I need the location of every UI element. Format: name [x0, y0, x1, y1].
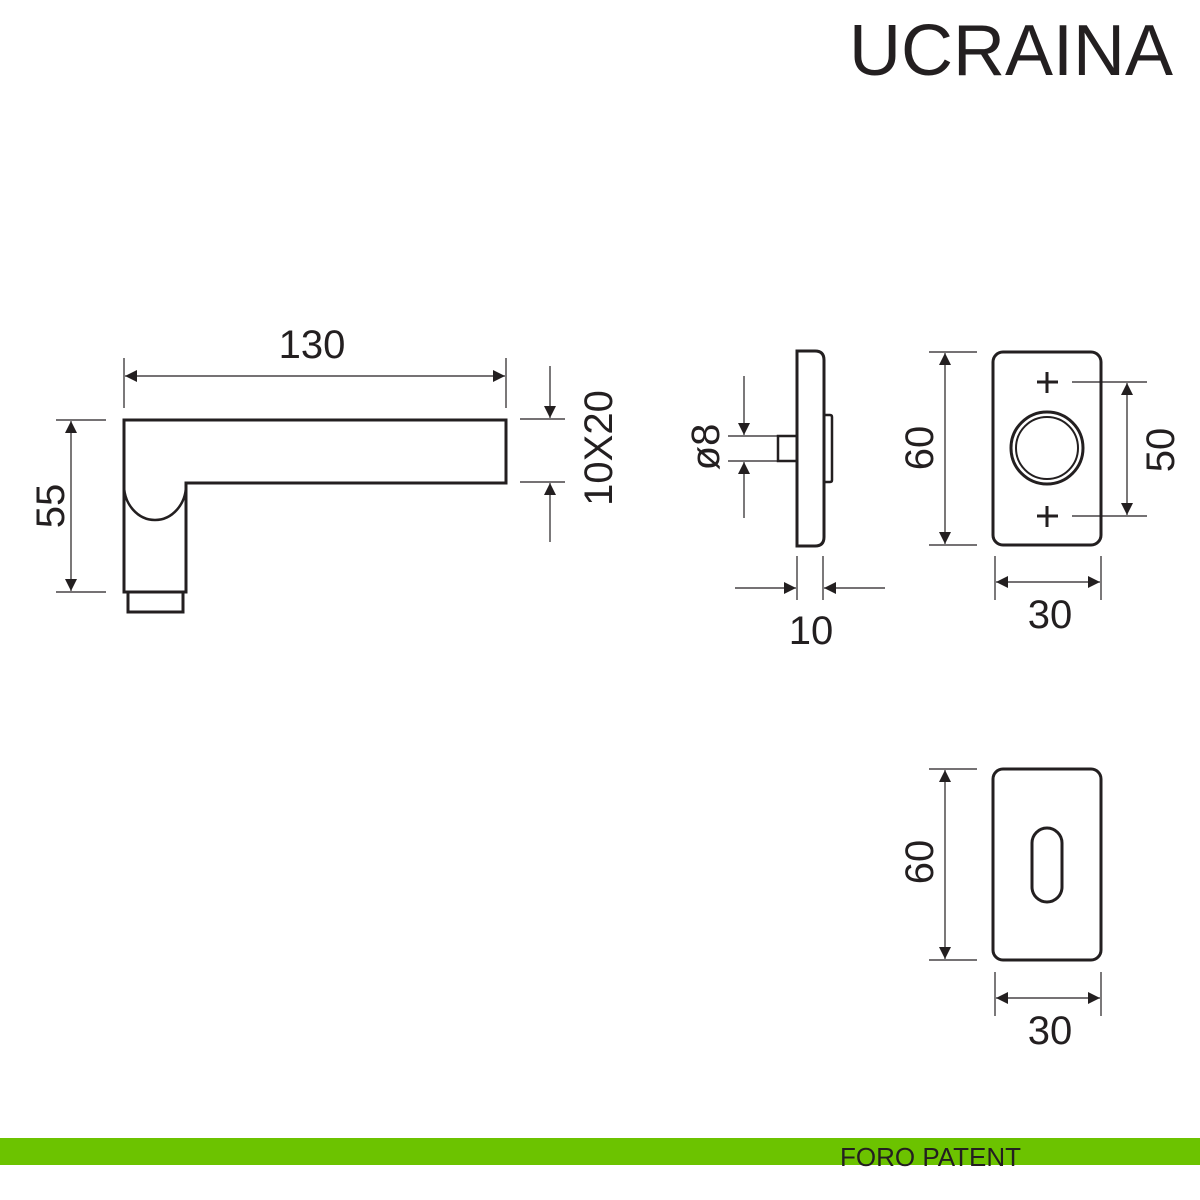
- dim-label-10x20: 10X20: [577, 390, 621, 506]
- dimension-handle-section: 10X20: [520, 366, 621, 542]
- handle-side-view: [122, 418, 508, 614]
- dim-label-30: 30: [1028, 593, 1073, 637]
- screw-plus-icon: [1037, 506, 1058, 527]
- dimension-escutcheon-height: 60: [898, 768, 977, 961]
- spindle: [776, 434, 799, 463]
- dimension-rose-thickness: 10: [735, 556, 885, 653]
- dimension-spindle-diameter: ø8: [684, 376, 778, 518]
- rose-side-view: [776, 349, 834, 548]
- escutcheon-front-view: [991, 767, 1103, 962]
- dim-label-d8: ø8: [684, 424, 728, 471]
- dimension-rose-hole-spacing: 50: [1072, 381, 1183, 517]
- dim-label-10: 10: [789, 609, 834, 653]
- dimension-rose-height: 60: [898, 351, 977, 546]
- dim-label-55: 55: [29, 484, 73, 529]
- screw-plus-icon: [1037, 372, 1058, 393]
- handle-collar: [126, 590, 185, 614]
- handle-outline: [122, 418, 508, 594]
- rose-ring: [1009, 410, 1085, 486]
- key-slot: [1030, 826, 1064, 904]
- dim-label-50: 50: [1139, 428, 1183, 473]
- footer-label: FORO PATENT: [840, 1142, 1022, 1172]
- dimension-rose-width: 30: [994, 556, 1102, 637]
- rose-front-view: [991, 350, 1103, 547]
- dim-label-60: 60: [898, 426, 942, 471]
- dim-label-130: 130: [279, 323, 346, 367]
- dim-label-30: 30: [1028, 1009, 1073, 1053]
- handle-neck-curve: [122, 484, 188, 522]
- dimension-handle-length: 130: [123, 323, 507, 408]
- page-title: UCRAINA: [849, 11, 1173, 91]
- footer-bar: [0, 1138, 1200, 1165]
- dimension-handle-height: 55: [29, 419, 106, 593]
- dimension-escutcheon-width: 30: [994, 972, 1102, 1053]
- dim-label-60: 60: [898, 840, 942, 885]
